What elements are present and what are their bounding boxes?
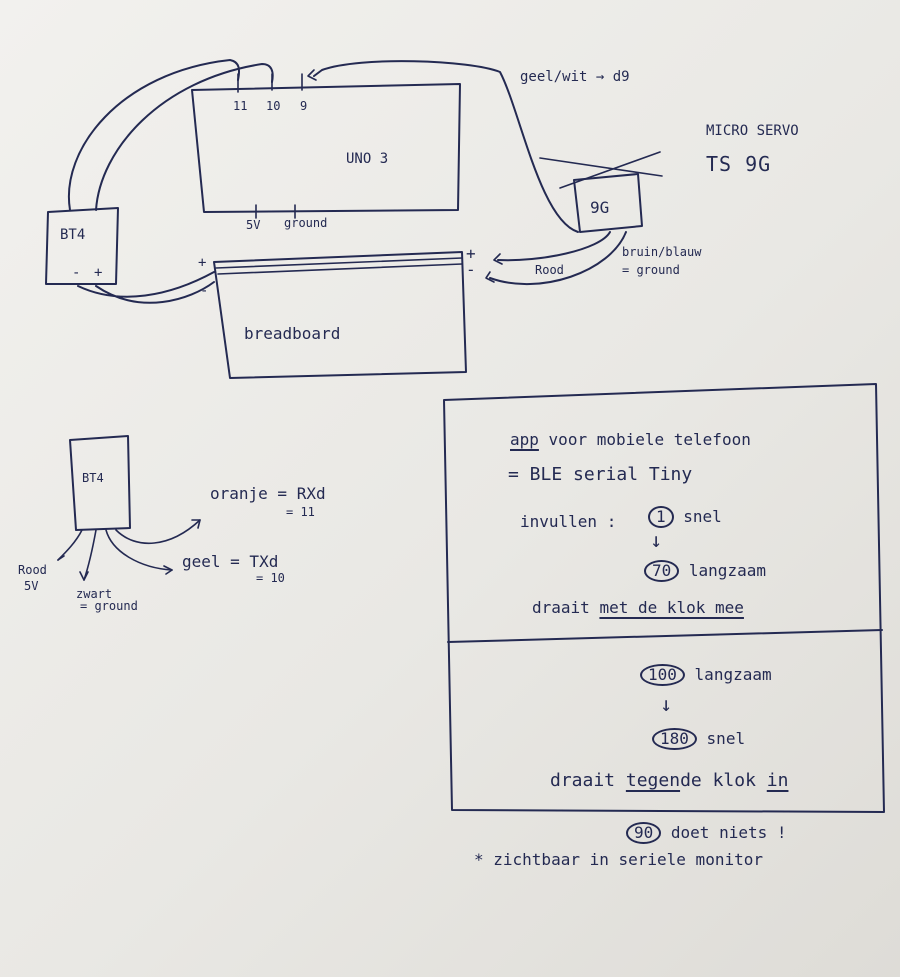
app-line2: = BLE serial Tiny (508, 464, 693, 485)
top-value-1: 1 (648, 506, 674, 528)
servo-title-line1: MICRO SERVO (706, 123, 799, 139)
servo-label: 9G (590, 198, 610, 217)
top-turn-rest: met de klok mee (599, 598, 744, 617)
servo-title-line2: TS 9G (706, 152, 772, 176)
wire-bt4-pin10 (95, 63, 274, 211)
breadboard-minus-right: - (466, 260, 476, 279)
servo-box (573, 173, 643, 233)
ground-wire-label-line2: = ground (622, 263, 680, 277)
arrow-pin9 (307, 69, 317, 81)
uno-pin-11-label: 11 (233, 99, 248, 113)
bottom-value-2: 180 (652, 728, 697, 750)
bottom-arrow: ↓ (660, 692, 674, 716)
bt4-pinout-wires (57, 519, 201, 581)
top-value-2-row: 70 langzaam (644, 560, 766, 582)
app-box-divider (447, 629, 883, 643)
bottom-value-1-row: 100 langzaam (640, 664, 772, 686)
bt4-minus-label: - (72, 265, 81, 281)
bt4-red-label-line2: 5V (24, 579, 39, 593)
wire-servo-ground (489, 231, 627, 286)
footer-note: * zichtbaar in seriele monitor (474, 850, 763, 869)
ground-wire-label-line1: bruin/blauw (622, 245, 702, 259)
footer-value-row: 90 doet niets ! (626, 822, 787, 844)
uno-pin-9-label: 9 (300, 99, 308, 113)
arrow-red (493, 253, 503, 265)
arrow-ground (485, 271, 495, 283)
red-wire-label: Rood (535, 263, 564, 277)
top-turn-line: draait met de klok mee (532, 600, 744, 616)
bottom-against: tegen (625, 770, 681, 791)
bt4-orange-label-line1: oranje = RXd (210, 484, 326, 503)
uno-ground-label: ground (284, 216, 328, 230)
bottom-value-1: 100 (640, 664, 685, 686)
bt4-label: BT4 (60, 227, 86, 243)
top-value-2: 70 (644, 560, 680, 582)
app-box (443, 383, 885, 813)
breadboard-plus-left: + (198, 255, 207, 271)
top-value-1-label: snel (683, 507, 722, 526)
uno-pin-10-label: 10 (266, 99, 281, 113)
bt4-yellow-label-line2: = 10 (256, 571, 285, 585)
bottom-value-1-label: langzaam (694, 665, 772, 684)
wire-bt4-pin11 (67, 59, 240, 211)
bt4-red-label-line1: Rood (18, 563, 47, 577)
top-arrow: ↓ (650, 528, 664, 552)
servo-cross (539, 151, 663, 189)
uno-5v-label: 5V (246, 218, 261, 232)
footer-value: 90 (626, 822, 662, 844)
bottom-in-word: in (766, 770, 789, 791)
app-line1-rest: voor mobiele telefoon (548, 430, 751, 449)
app-line1: app voor mobiele telefoon (510, 432, 751, 448)
bt4-pinout-arrows (57, 519, 201, 581)
bottom-turn-word: draait (550, 770, 616, 791)
bottom-de-klok: de klok (680, 770, 756, 791)
fill-in-label: invullen : (520, 512, 617, 531)
wire-servo-pin9 (313, 60, 579, 233)
top-value-1-row: 1 snel (648, 506, 722, 528)
footer-label: doet niets ! (670, 823, 787, 842)
breadboard-plus-right: + (466, 244, 476, 263)
bt4-module (45, 207, 119, 285)
wire-servo-red (497, 231, 611, 262)
top-value-2-label: langzaam (688, 561, 766, 580)
bottom-turn-line: draait tegende klok in (550, 772, 788, 790)
bottom-value-2-label: snel (706, 729, 746, 748)
wire-bt4-power (77, 271, 215, 304)
breadboard-minus-left: - (200, 283, 209, 299)
bt4-plus-label: + (94, 265, 103, 281)
bt4-yellow-label-line1: geel = TXd (182, 552, 279, 571)
bt4-pinout-module (69, 435, 131, 531)
uno-board (191, 83, 461, 213)
breadboard-label: breadboard (244, 324, 341, 343)
breadboard-rails (215, 257, 463, 275)
signal-wire-label: geel/wit → d9 (520, 69, 630, 85)
uno-label: UNO 3 (346, 151, 389, 167)
breadboard (213, 251, 467, 379)
bt4-pinout-label: BT4 (82, 471, 104, 485)
app-word: app (510, 430, 539, 449)
bottom-value-2-row: 180 snel (652, 728, 745, 750)
bt4-orange-label-line2: = 11 (286, 505, 315, 519)
bt4-black-label-line2: = ground (80, 599, 138, 613)
top-turn-word: draait (532, 598, 590, 617)
uno-pin-ticks (237, 73, 303, 219)
bt4-black-label-line1: zwart (76, 587, 113, 601)
